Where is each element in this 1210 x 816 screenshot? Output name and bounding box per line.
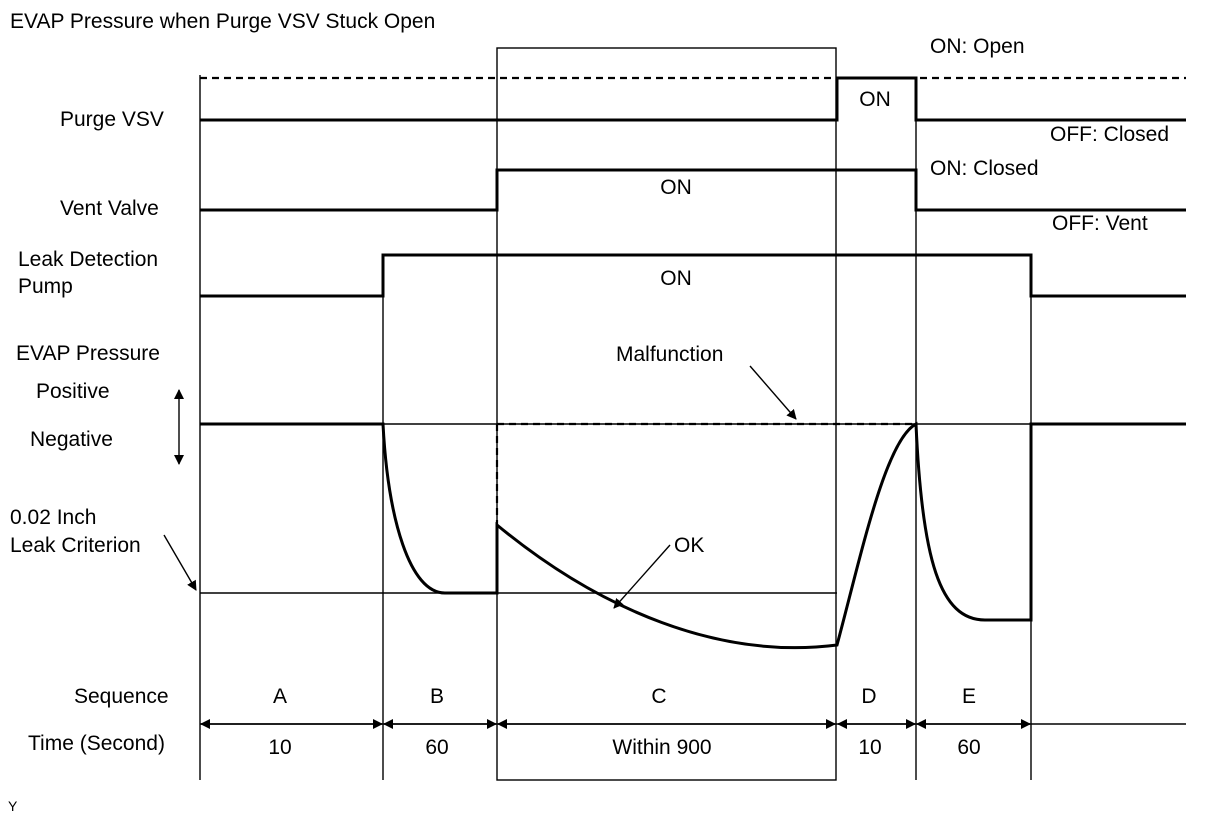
sequence-label: Sequence xyxy=(74,685,169,708)
criterion-label-line2: Leak Criterion xyxy=(10,534,141,557)
sequence-step-c: C xyxy=(651,685,666,708)
purge-vsv-signal-line xyxy=(200,76,1186,122)
footnote: Y xyxy=(8,798,18,814)
purge-vsv-off-label: OFF: Closed xyxy=(1050,123,1169,146)
time-step-a: 10 xyxy=(268,736,291,759)
leak-pump-label-line2: Pump xyxy=(18,275,73,298)
leak-pump-signal-line xyxy=(200,253,1186,298)
evap-pressure-label: EVAP Pressure xyxy=(16,342,160,365)
pressure-curve xyxy=(200,421,1186,650)
leak-pump-pulse-label: ON xyxy=(660,267,692,290)
malfunction-label: Malfunction xyxy=(616,343,723,366)
diagram-title: EVAP Pressure when Purge VSV Stuck Open xyxy=(10,10,435,33)
purge-vsv-on-label: ON: Open xyxy=(930,35,1025,58)
negative-label: Negative xyxy=(30,428,113,451)
vent-valve-signal-line xyxy=(200,168,1186,212)
ok-arrow xyxy=(613,544,671,609)
sequence-step-e: E xyxy=(962,685,976,708)
time-step-b: 60 xyxy=(425,736,448,759)
positive-label: Positive xyxy=(36,380,110,403)
sequence-step-d: D xyxy=(861,685,876,708)
vent-valve-pulse-label: ON xyxy=(660,176,692,199)
vent-valve-label: Vent Valve xyxy=(60,197,159,220)
phase-c-box xyxy=(496,47,837,781)
vent-valve-on-label: ON: Closed xyxy=(930,157,1039,180)
sequence-step-b: B xyxy=(430,685,444,708)
ok-label: OK xyxy=(674,534,704,557)
sequence-step-a: A xyxy=(273,685,287,708)
vent-valve-off-label: OFF: Vent xyxy=(1052,212,1148,235)
purge-vsv-pulse-label: ON xyxy=(859,88,891,111)
leak-pump-label-line1: Leak Detection xyxy=(18,248,158,271)
purge-vsv-label: Purge VSV xyxy=(60,108,164,131)
time-label: Time (Second) xyxy=(28,732,165,755)
time-step-c: Within 900 xyxy=(612,736,711,759)
criterion-arrow xyxy=(163,534,197,591)
time-step-e: 60 xyxy=(957,736,980,759)
criterion-label-line1: 0.02 Inch xyxy=(10,506,96,529)
time-step-d: 10 xyxy=(858,736,881,759)
malfunction-arrow xyxy=(749,365,797,420)
